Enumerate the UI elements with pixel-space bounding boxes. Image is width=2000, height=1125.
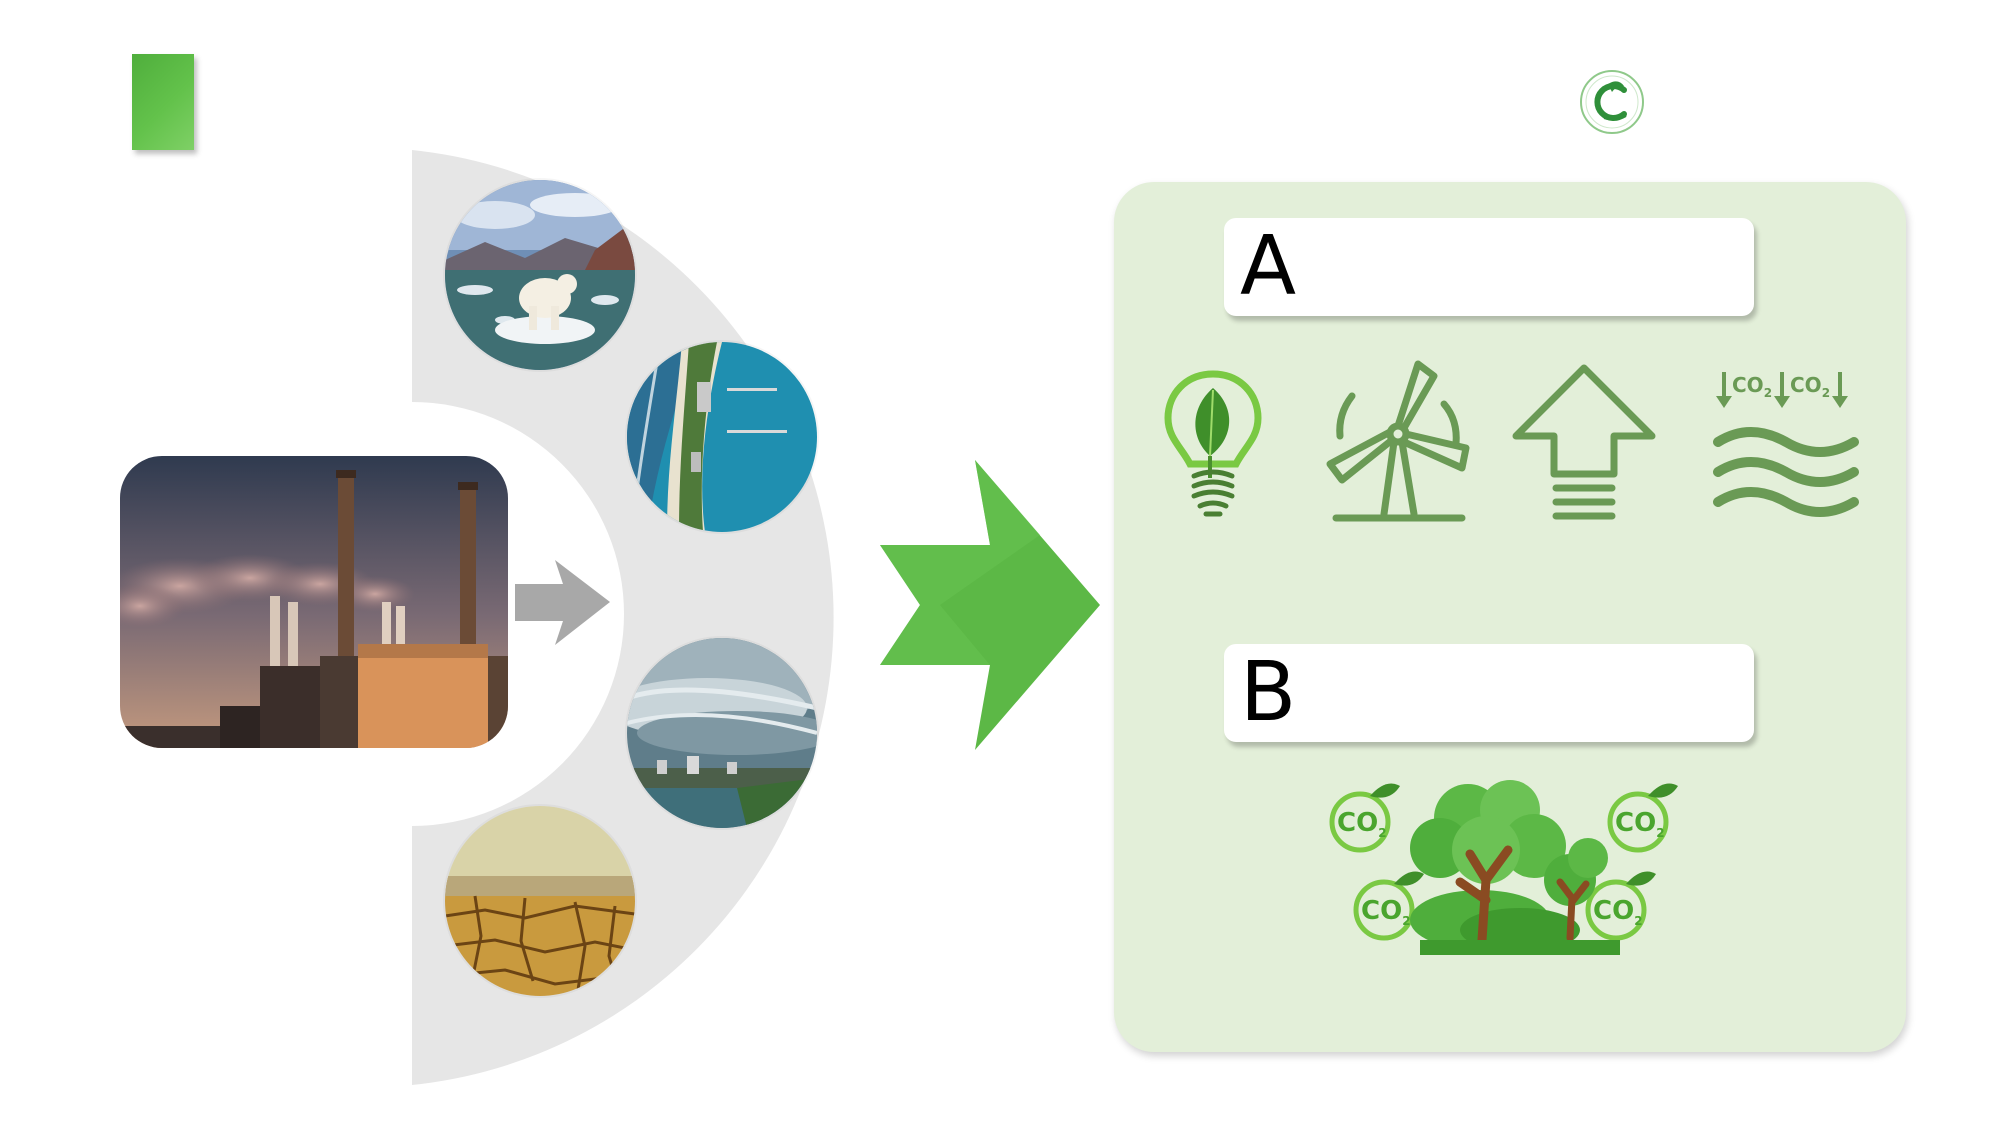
drought-cracked-earth-photo <box>445 806 635 996</box>
gray-arrow-icon <box>515 560 610 645</box>
co2-absorption-waves-icon: CO2 CO2 <box>1713 372 1859 517</box>
svg-text:CO2: CO2 <box>1732 373 1772 400</box>
eco-lightbulb-icon <box>1164 370 1262 517</box>
co2-badge-icon <box>1588 872 1656 938</box>
green-arrow-icon <box>880 460 1100 750</box>
storm-clouds-city-photo <box>627 638 817 828</box>
solution-b-label: B <box>1240 645 1297 740</box>
windmill-icon <box>1326 360 1470 522</box>
co2-badge-icon <box>1332 784 1400 850</box>
melting-ice-polar-bear-photo <box>445 180 635 370</box>
organization-logo <box>1580 70 1644 134</box>
solution-a-label: A <box>1240 219 1297 314</box>
factory-emissions-photo <box>120 456 508 748</box>
solution-a-box: A <box>1224 218 1754 316</box>
solution-b-box: B <box>1224 644 1754 742</box>
forest-carbon-sink-icon: CO2 <box>1320 780 1680 955</box>
svg-text:CO2: CO2 <box>1790 373 1830 400</box>
upward-arrow-icon <box>1512 364 1656 520</box>
eroding-island-coast-photo <box>627 342 817 532</box>
co2-badge-icon <box>1610 784 1678 850</box>
header-accent-block <box>132 54 194 150</box>
